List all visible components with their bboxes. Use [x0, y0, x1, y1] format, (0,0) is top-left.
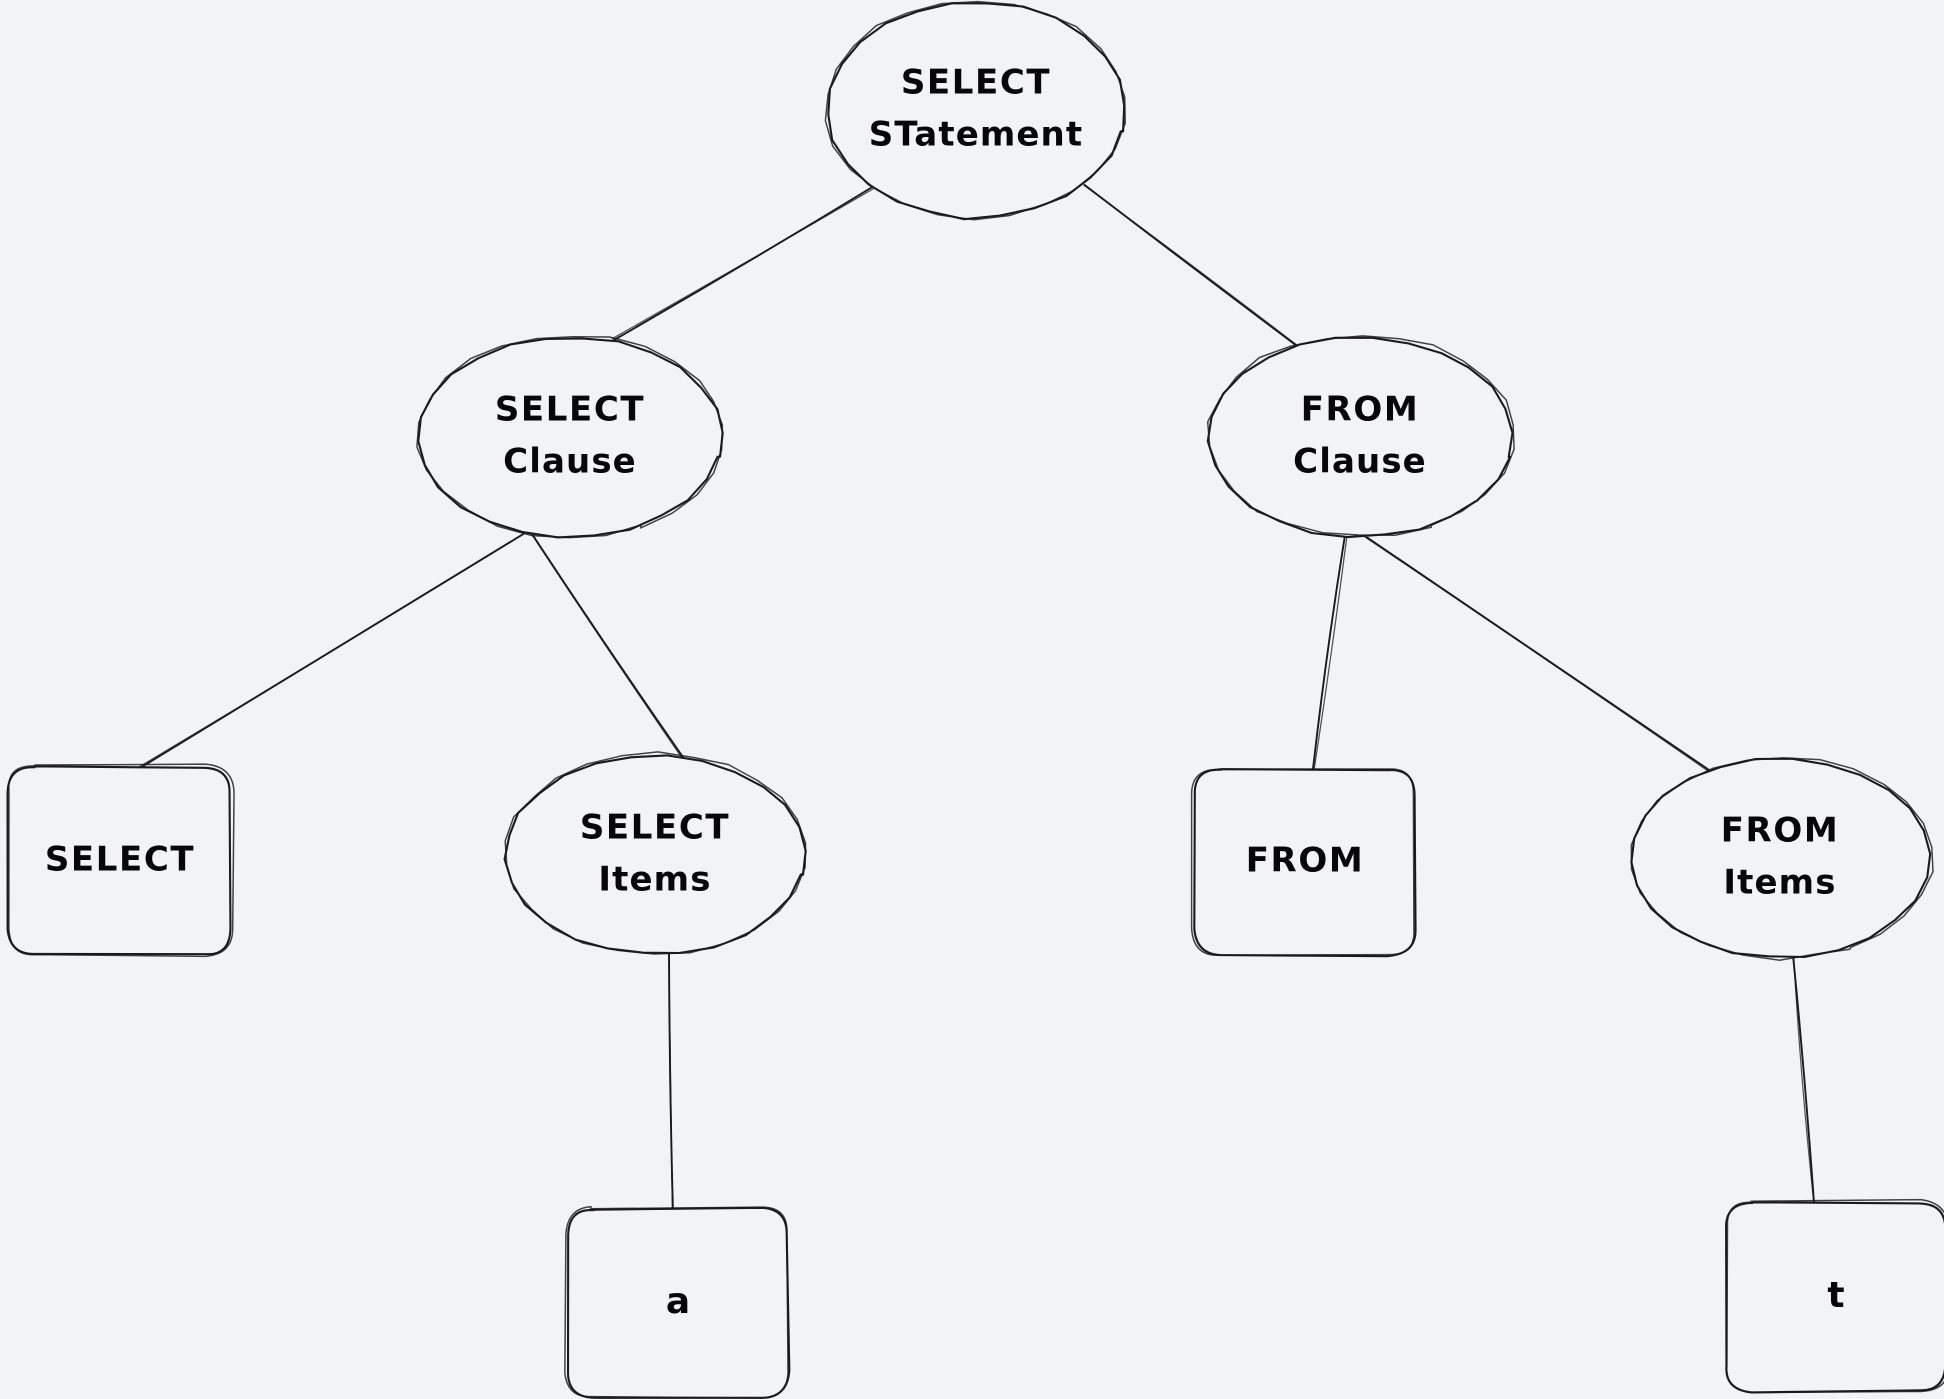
edge-select-clause-to-items: [531, 533, 686, 762]
edge-stroke-secondary: [1081, 183, 1299, 347]
node-table-t[interactable]: t: [1725, 1198, 1944, 1394]
node-from-items[interactable]: FROM Items: [1630, 757, 1934, 961]
node-label-line1: FROM: [1246, 841, 1365, 881]
node-outline-primary: [827, 2, 1126, 221]
edge-stroke-primary: [1312, 534, 1346, 770]
edge-select-items-to-a: [668, 951, 674, 1214]
node-select-items[interactable]: SELECT Items: [503, 751, 807, 955]
edge-from-items-to-t: [1792, 954, 1815, 1206]
node-from-terminal[interactable]: FROM: [1190, 768, 1417, 958]
node-label-line2: Clause: [503, 442, 637, 482]
node-label-line1: SELECT: [580, 808, 730, 848]
node-label-line2: STatement: [869, 115, 1083, 155]
edge-stroke-secondary: [137, 532, 527, 769]
node-label-line2: Items: [598, 860, 711, 900]
edge-stroke-secondary: [531, 534, 685, 762]
node-outline-secondary: [1726, 1198, 1944, 1394]
edge-stmt-to-select-clause: [611, 185, 877, 341]
edge-stroke-secondary: [611, 186, 877, 340]
node-label-line1: SELECT: [495, 390, 645, 430]
nodes-layer: SELECTSTatementSELECTClauseFROMClauseSEL…: [6, 0, 1944, 1399]
edge-from-clause-to-from: [1312, 534, 1348, 771]
node-outline-secondary: [8, 763, 235, 958]
edges-layer: [137, 182, 1815, 1214]
edge-select-clause-to-select: [137, 532, 527, 769]
node-select-statement[interactable]: SELECT STatement: [824, 0, 1126, 221]
node-outline-primary: [1630, 757, 1932, 959]
edge-stroke-secondary: [1360, 534, 1713, 775]
node-label-line1: FROM: [1721, 811, 1840, 851]
node-outline-secondary: [1190, 768, 1415, 956]
node-outline-secondary: [1630, 757, 1934, 961]
node-select-clause[interactable]: SELECT Clause: [416, 336, 724, 539]
edge-stmt-to-from-clause: [1081, 182, 1299, 347]
edge-stroke-primary: [531, 533, 686, 761]
node-outline-primary: [1206, 336, 1514, 539]
edge-stroke-secondary: [1313, 536, 1348, 771]
node-select-terminal[interactable]: SELECT: [6, 763, 235, 958]
node-label-line1: SELECT: [45, 840, 195, 880]
node-label-line1: a: [666, 1281, 690, 1322]
edge-from-clause-to-items: [1360, 533, 1713, 775]
node-label-line2: Clause: [1293, 442, 1427, 482]
node-label-line1: t: [1827, 1275, 1844, 1316]
node-label-line1: FROM: [1301, 390, 1420, 430]
node-outline-secondary: [1206, 335, 1515, 536]
edge-stroke-secondary: [668, 951, 674, 1214]
node-column-a[interactable]: a: [564, 1205, 791, 1399]
node-outline-secondary: [564, 1205, 789, 1399]
node-outline-secondary: [504, 751, 807, 955]
node-label-line2: Items: [1723, 863, 1836, 903]
node-outline-secondary: [824, 0, 1126, 221]
node-outline-primary: [503, 754, 807, 955]
node-label-line1: SELECT: [901, 63, 1051, 103]
node-outline-secondary: [416, 336, 724, 539]
node-from-clause[interactable]: FROM Clause: [1206, 335, 1515, 539]
edge-stroke-secondary: [1793, 956, 1815, 1206]
